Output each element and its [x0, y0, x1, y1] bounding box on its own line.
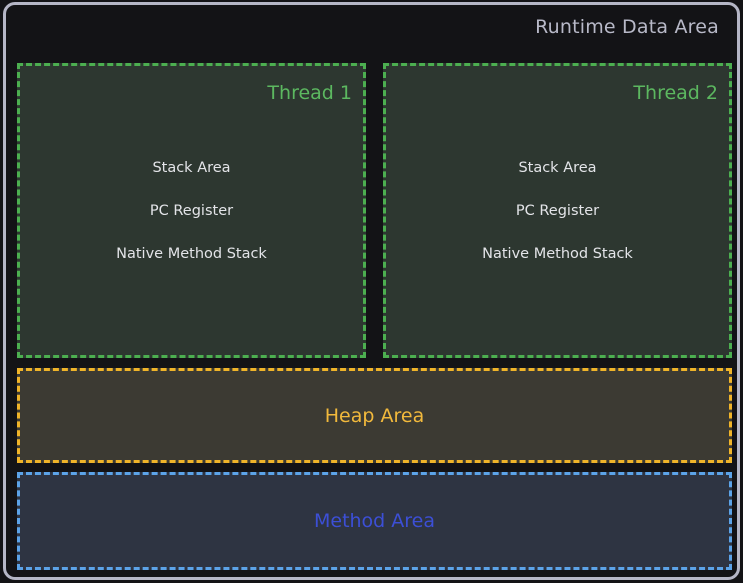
- thread-1-items: Stack Area PC Register Native Method Sta…: [20, 160, 363, 262]
- heap-area-box: Heap Area: [17, 368, 732, 463]
- thread-1-item-pc-register: PC Register: [149, 203, 234, 219]
- thread-1-label: Thread 1: [267, 82, 352, 104]
- method-area-box: Method Area: [17, 472, 732, 570]
- thread-2-item-pc-register: PC Register: [515, 203, 600, 219]
- thread-1-item-stack-area: Stack Area: [152, 160, 231, 176]
- thread-2-items: Stack Area PC Register Native Method Sta…: [386, 160, 729, 262]
- page-title: Runtime Data Area: [535, 16, 719, 38]
- thread-2-label: Thread 2: [633, 82, 718, 104]
- thread-2-item-stack-area: Stack Area: [518, 160, 597, 176]
- thread-1-item-native-method-stack: Native Method Stack: [116, 246, 267, 262]
- thread-2-item-native-method-stack: Native Method Stack: [482, 246, 633, 262]
- thread-box-2: Thread 2 Stack Area PC Register Native M…: [383, 63, 732, 358]
- thread-box-1: Thread 1 Stack Area PC Register Native M…: [17, 63, 366, 358]
- runtime-data-area-container: Runtime Data Area Thread 1 Stack Area PC…: [3, 2, 740, 580]
- method-area-label: Method Area: [313, 510, 436, 532]
- threads-row: Thread 1 Stack Area PC Register Native M…: [17, 63, 732, 358]
- heap-area-label: Heap Area: [324, 404, 425, 427]
